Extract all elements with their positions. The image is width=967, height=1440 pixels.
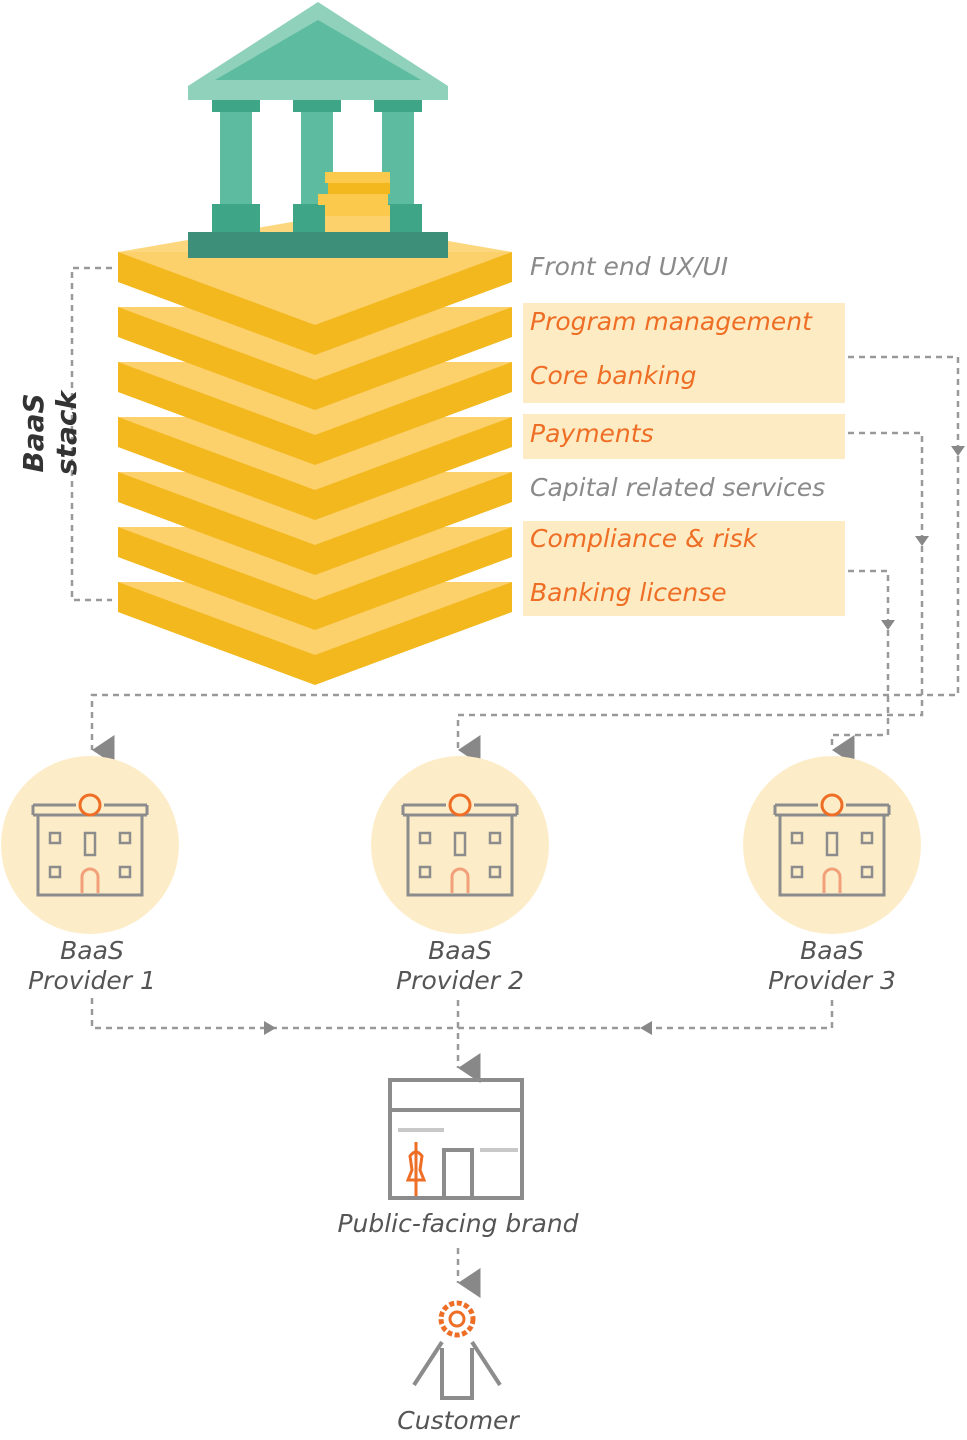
- building-icon: [31, 793, 149, 897]
- bank-icon: [188, 2, 448, 258]
- layer-label-front-end: Front end UX/UI: [530, 252, 729, 281]
- connector-compliance: [830, 569, 890, 765]
- storefront-icon: [388, 1078, 524, 1200]
- coin-stack-icon: [318, 172, 390, 232]
- provider-connectors: [90, 998, 834, 1298]
- provider-label-3: BaaS Provider 3: [732, 936, 932, 996]
- provider-label-3-line1: BaaS: [800, 936, 864, 965]
- arrowhead-left: [640, 1021, 652, 1035]
- arrowhead: [915, 536, 929, 546]
- provider-label-1: BaaS Provider 1: [0, 936, 192, 996]
- layer-label-program-management: Program management: [530, 307, 812, 336]
- highlight-box-compliance-license: [523, 521, 845, 616]
- stack-title: BaaS stack: [17, 390, 83, 476]
- provider-label-1-line2: Provider 1: [28, 966, 156, 995]
- provider-label-1-line1: BaaS: [60, 936, 124, 965]
- mannequin-icon: [405, 1142, 427, 1196]
- arrowhead: [881, 620, 895, 630]
- building-icon: [773, 793, 891, 897]
- brand-label: Public-facing brand: [337, 1209, 579, 1238]
- highlight-box-payments: [523, 414, 845, 459]
- building-icon: [401, 793, 519, 897]
- arrowhead: [951, 446, 965, 456]
- connector-program-core: [90, 355, 960, 765]
- customer-label: Customer: [397, 1406, 519, 1435]
- layer-label-banking-license: Banking license: [530, 578, 727, 607]
- layer-label-compliance-risk: Compliance & risk: [530, 524, 758, 553]
- provider-circle-1: [1, 756, 179, 934]
- provider-label-3-line2: Provider 3: [768, 966, 896, 995]
- layer-stack: [118, 218, 512, 685]
- layer-label-payments: Payments: [530, 419, 654, 448]
- stack-connectors: [90, 355, 960, 765]
- connector-payments: [456, 431, 924, 765]
- provider-label-2-line1: BaaS: [428, 936, 492, 965]
- highlight-box-program-core: [523, 303, 845, 403]
- provider-label-2-line2: Provider 2: [396, 966, 524, 995]
- layer-label-capital-services: Capital related services: [530, 473, 826, 502]
- provider-circle-2: [371, 756, 549, 934]
- provider-label-2: BaaS Provider 2: [360, 936, 560, 996]
- provider-circle-3: [743, 756, 921, 934]
- layer-label-core-banking: Core banking: [530, 361, 697, 390]
- arrowhead-right: [264, 1021, 276, 1035]
- customer-icon: [412, 1300, 502, 1400]
